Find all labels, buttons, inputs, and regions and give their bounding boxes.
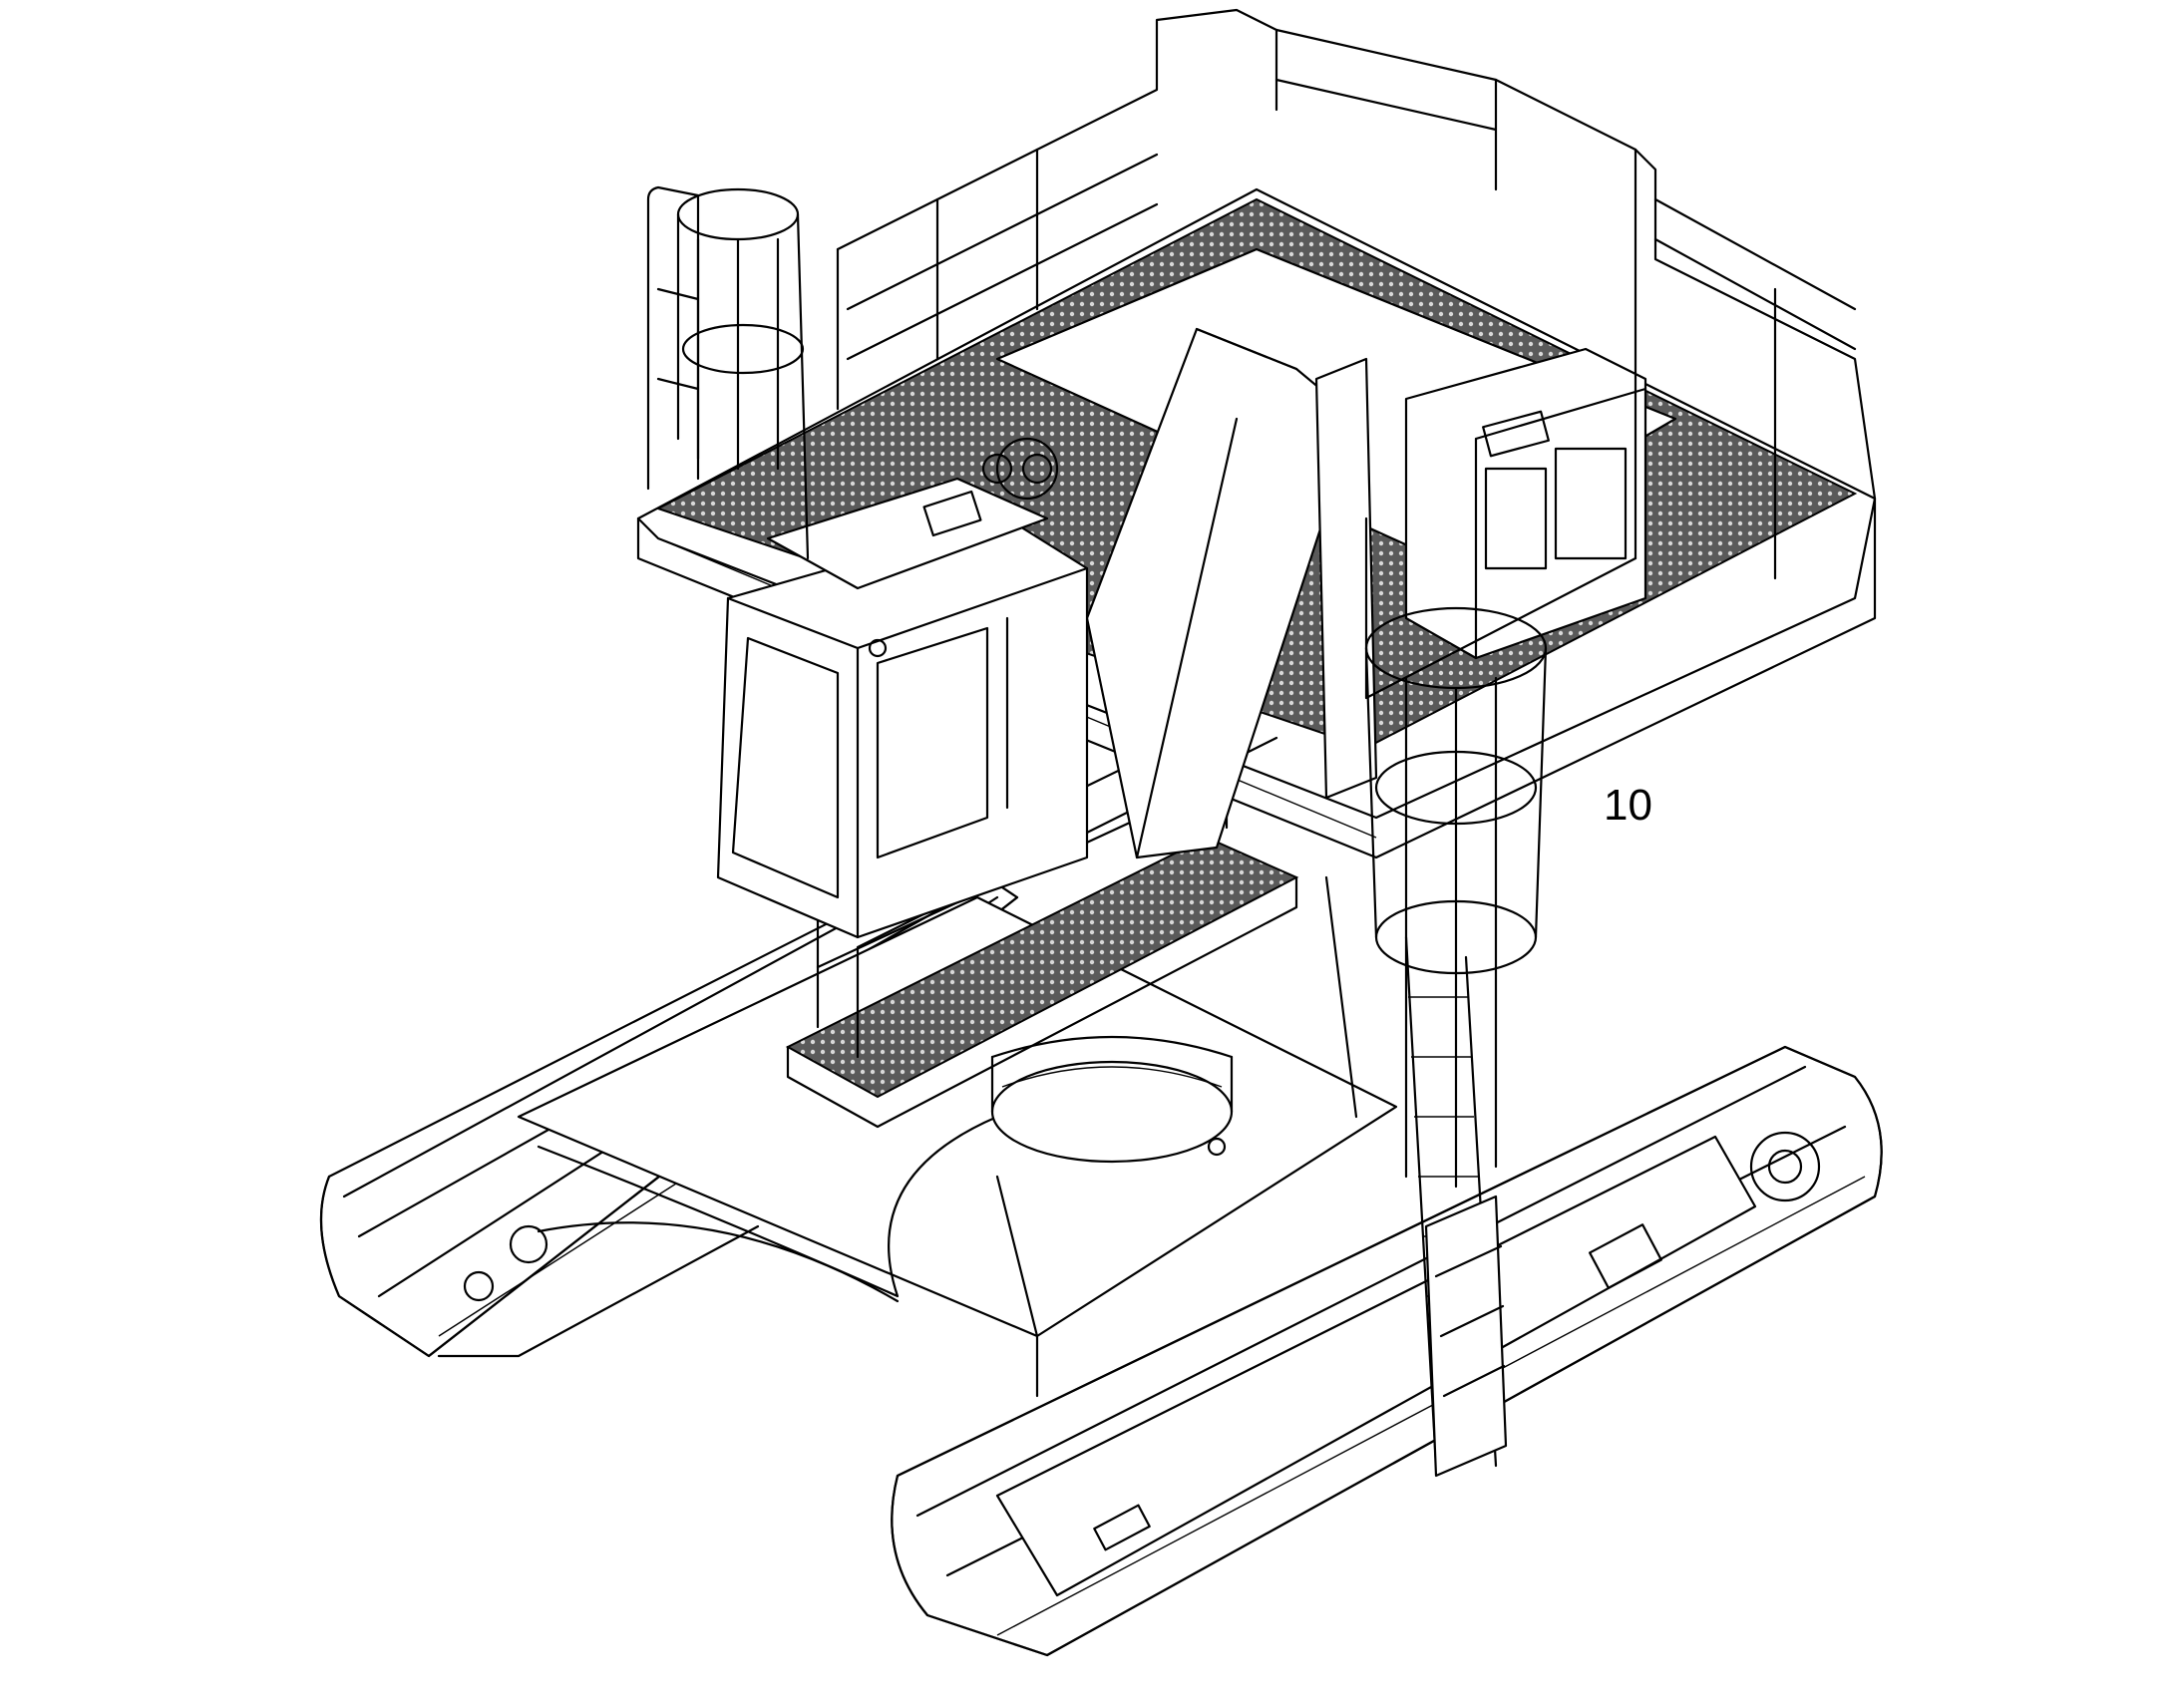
operator-cab (716, 477, 1089, 939)
left-cage-ladder (676, 187, 810, 560)
engine-housing (1404, 347, 1647, 660)
boom-frame (981, 327, 1378, 859)
handrails (646, 8, 1877, 700)
car-body (517, 895, 1398, 1398)
track-access-step (1424, 1195, 1508, 1478)
callout-label: 10 (1604, 781, 1652, 830)
right-crawler-track (891, 1045, 1883, 1657)
